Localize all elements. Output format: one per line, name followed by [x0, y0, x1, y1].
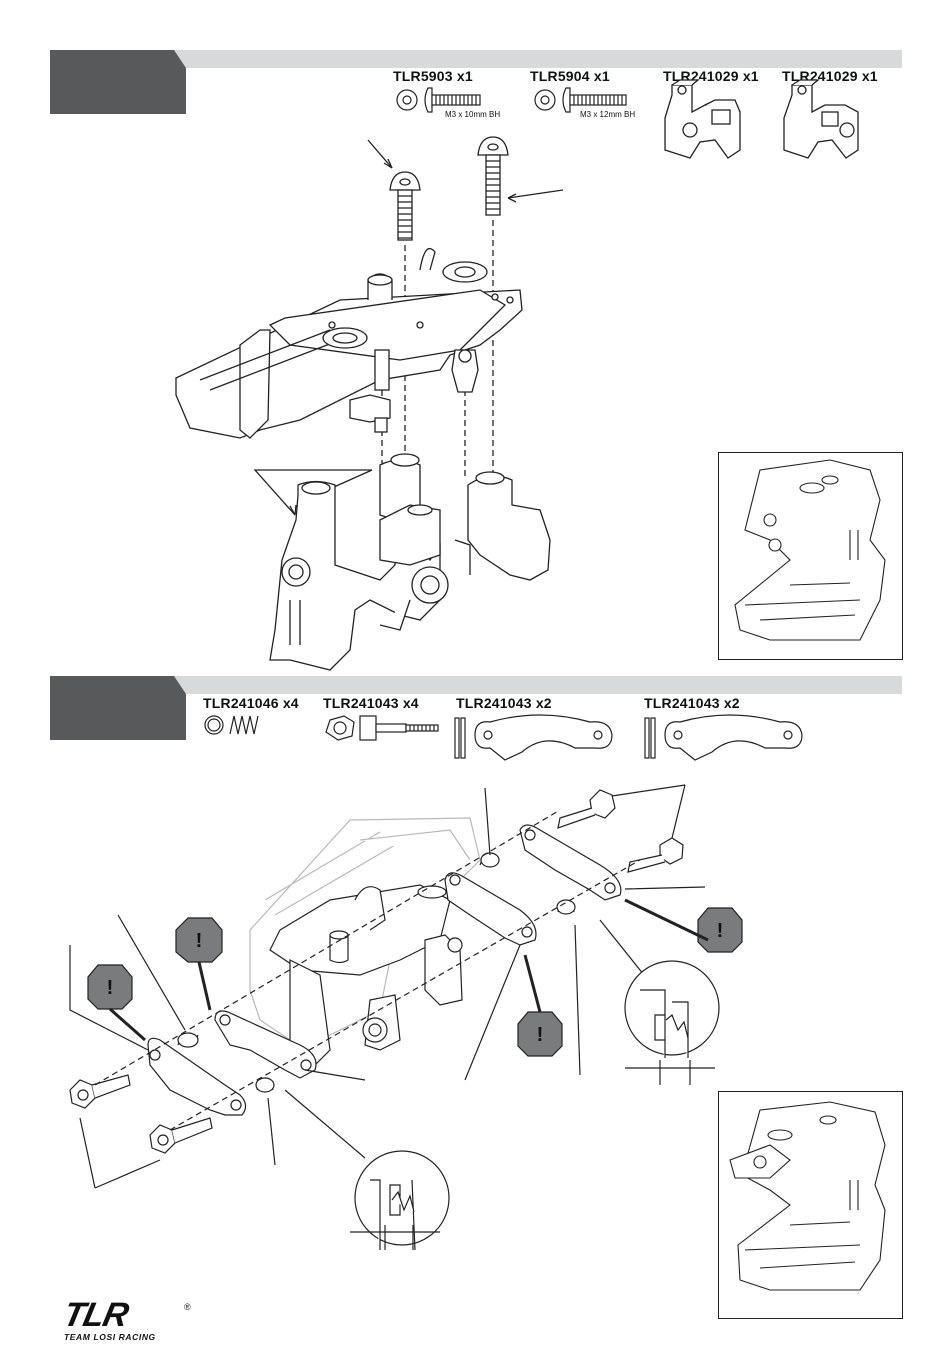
logo-tagline: TEAM LOSI RACING [64, 1332, 156, 1342]
registered-mark: ® [184, 1302, 191, 1312]
tlr-logo: TLR ® TEAM LOSI RACING [60, 1302, 200, 1346]
logo-mark: TLR [60, 1296, 131, 1335]
